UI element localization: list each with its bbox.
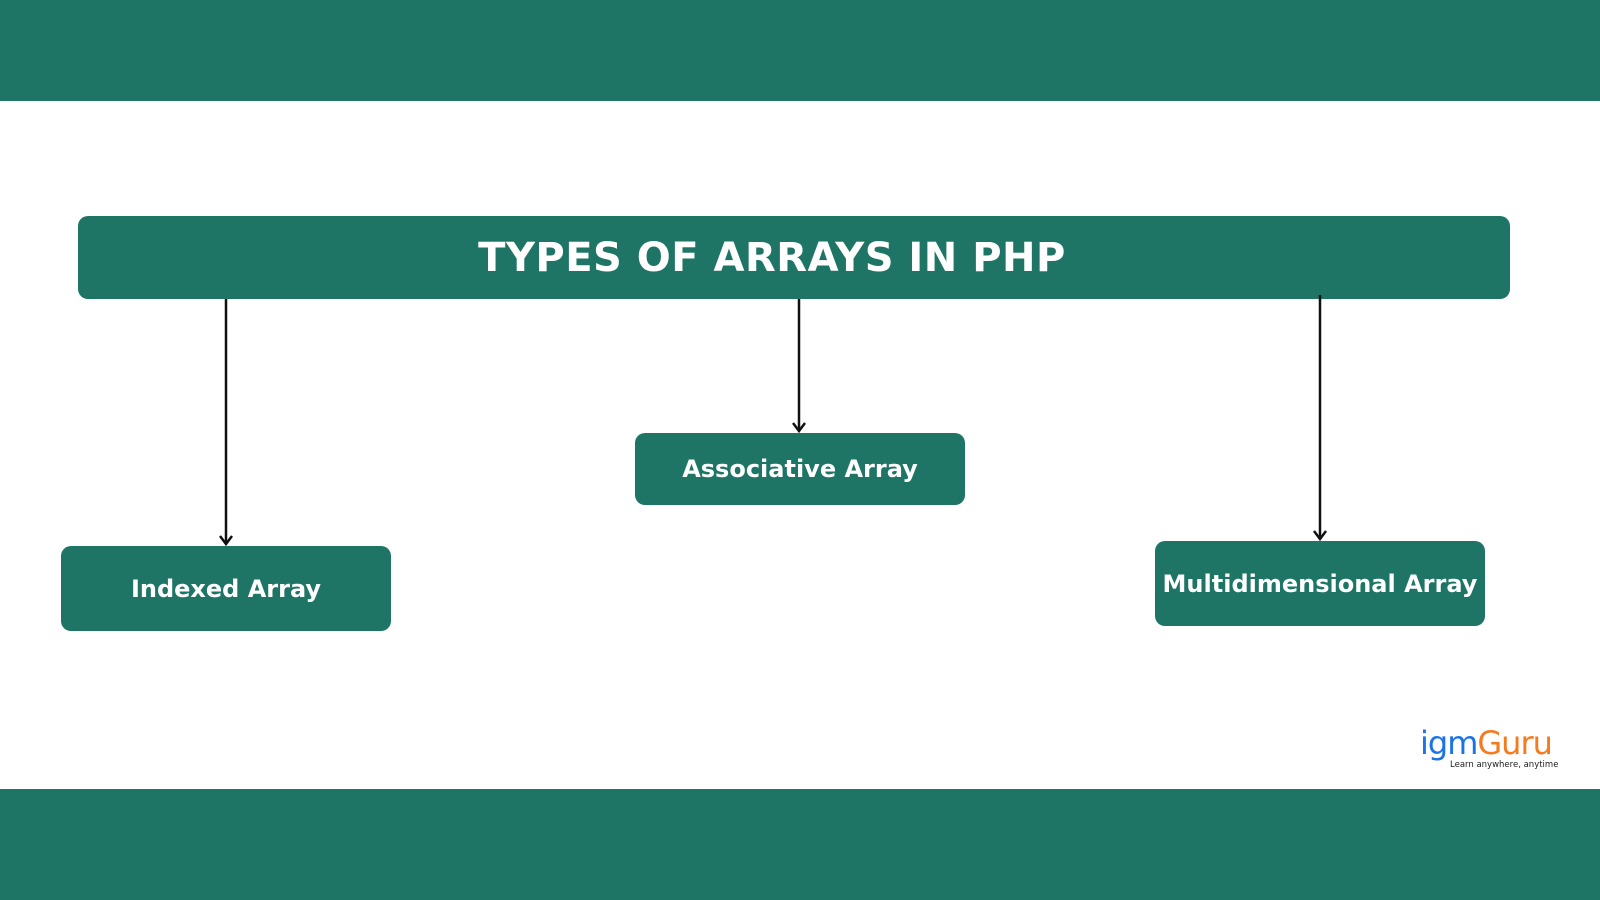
arrowhead-associative xyxy=(792,422,806,434)
top-banner xyxy=(0,0,1600,101)
node-associative-array-label: Associative Array xyxy=(682,455,918,483)
igmguru-logo: igmGuru Learn anywhere, anytime xyxy=(1420,726,1562,774)
node-multidimensional-array: Multidimensional Array xyxy=(1155,541,1485,626)
bottom-banner xyxy=(0,789,1600,900)
arrowhead-multidimensional xyxy=(1313,530,1327,542)
node-indexed-array-label: Indexed Array xyxy=(130,574,322,603)
logo-wordmark-guru: Guru xyxy=(1477,724,1553,762)
arrowhead-indexed xyxy=(219,535,233,547)
logo-wordmark: igmGuru xyxy=(1420,726,1562,760)
node-multidimensional-array-label: Multidimensional Array xyxy=(1162,569,1478,598)
logo-tagline: Learn anywhere, anytime xyxy=(1450,760,1559,770)
diagram-title: TYPES OF ARRAYS IN PHP xyxy=(478,234,1066,281)
title-box: TYPES OF ARRAYS IN PHP xyxy=(78,216,1510,299)
node-associative-array: Associative Array xyxy=(635,433,965,505)
logo-wordmark-igm: igm xyxy=(1420,724,1478,762)
node-indexed-array: Indexed Array xyxy=(61,546,391,631)
